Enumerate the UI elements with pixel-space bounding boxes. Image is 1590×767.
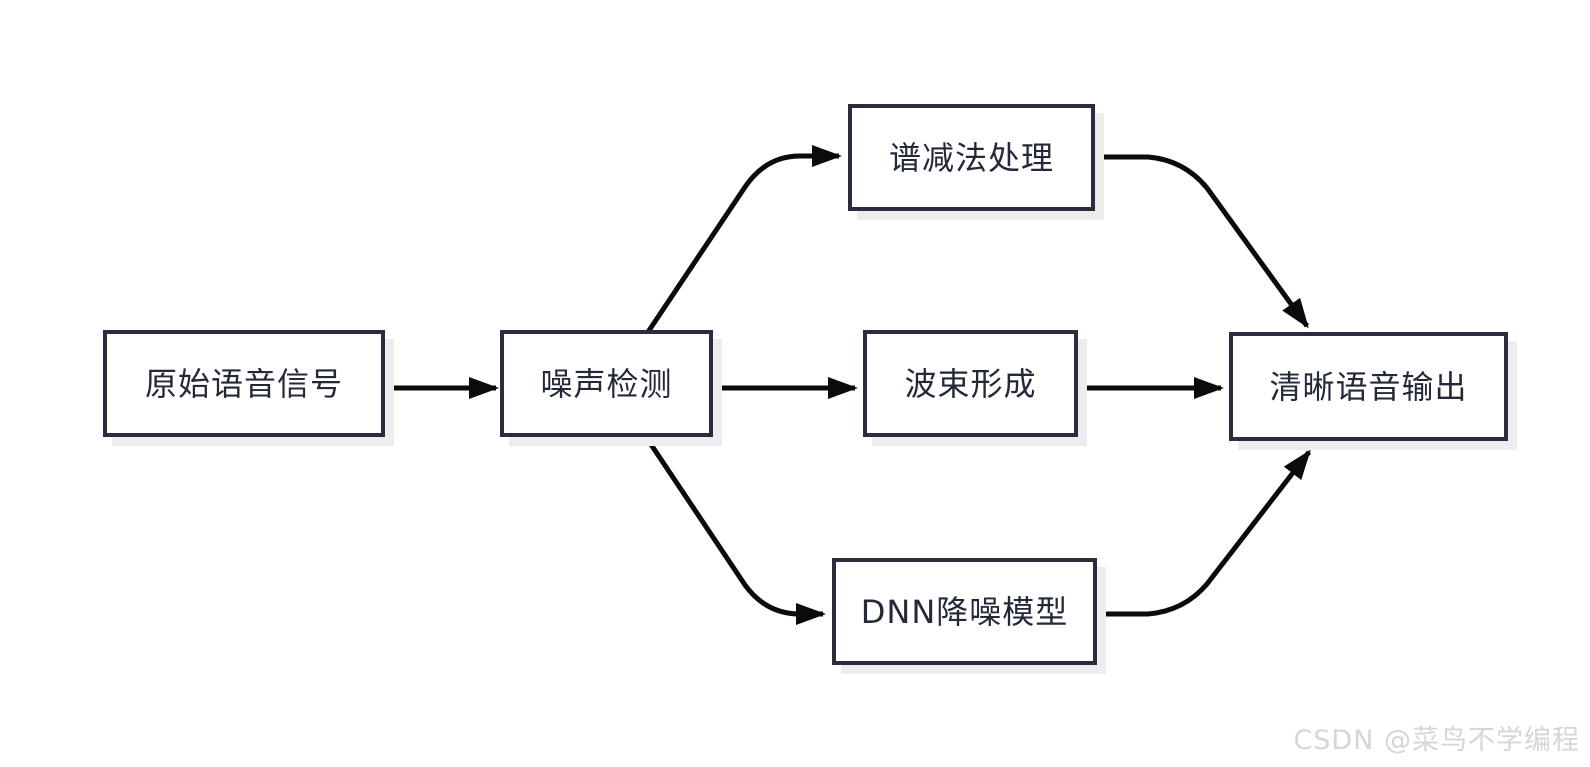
node-input-label: 原始语音信号 bbox=[144, 364, 343, 403]
edge-spectral-to-output bbox=[1095, 154, 1310, 329]
node-output-label: 清晰语音输出 bbox=[1269, 367, 1468, 406]
node-spectral: 谱减法处理 bbox=[848, 104, 1095, 211]
node-input: 原始语音信号 bbox=[103, 330, 385, 437]
node-output: 清晰语音输出 bbox=[1229, 332, 1508, 441]
node-beamform-label: 波束形成 bbox=[904, 364, 1037, 403]
edge-dnn-to-output bbox=[1097, 449, 1311, 617]
node-dnn: DNN降噪模型 bbox=[832, 558, 1097, 665]
node-spectral-label: 谱减法处理 bbox=[888, 138, 1054, 177]
csdn-watermark: CSDN @菜鸟不学编程 bbox=[1293, 725, 1580, 756]
node-beamform: 波束形成 bbox=[863, 330, 1078, 437]
node-noise-detect: 噪声检测 bbox=[500, 330, 713, 437]
node-noise-detect-label: 噪声检测 bbox=[540, 364, 673, 403]
node-dnn-label: DNN降噪模型 bbox=[860, 592, 1069, 631]
edge-noise-detect-to-dnn bbox=[645, 438, 826, 625]
edge-noise-detect-to-spectral bbox=[645, 145, 842, 334]
